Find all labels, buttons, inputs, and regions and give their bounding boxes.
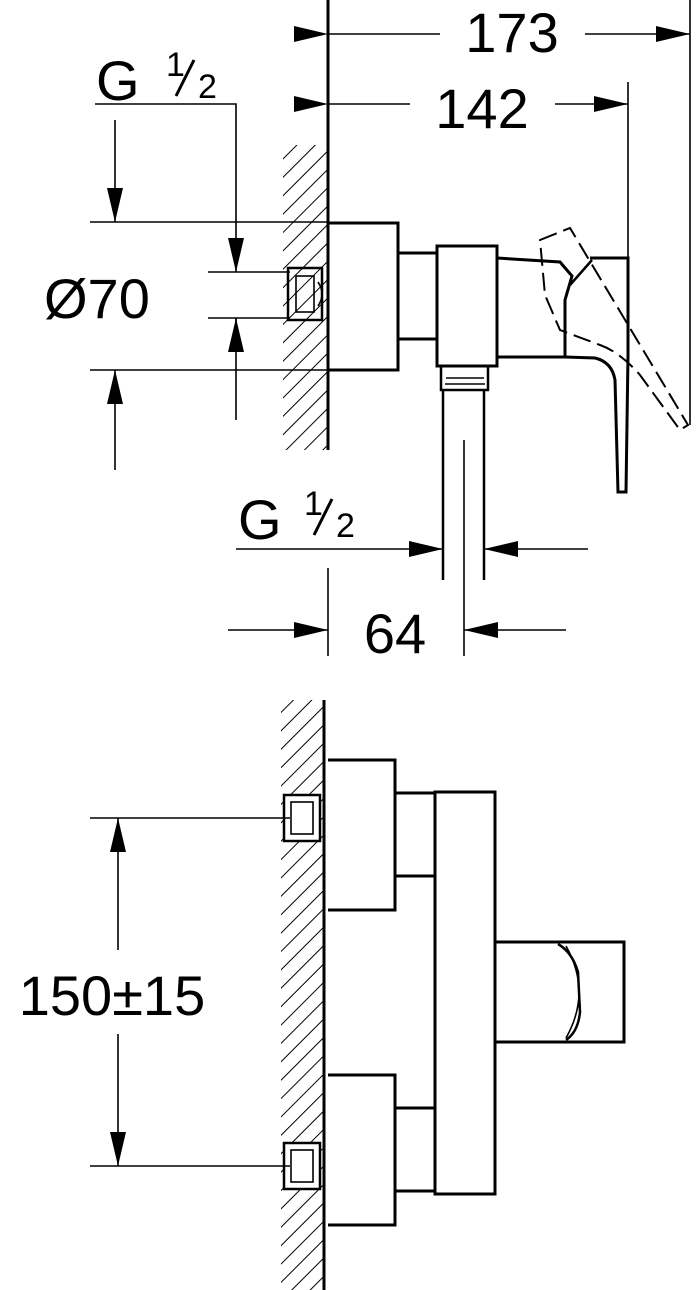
eccentric-lower — [328, 1073, 397, 1227]
handle-alt-position — [538, 226, 690, 432]
side-view — [283, 0, 690, 580]
dimension-lines-front — [90, 817, 290, 1167]
wall-hatch-front — [281, 700, 324, 1290]
handle-side — [564, 256, 630, 494]
eccentric-upper — [328, 758, 397, 912]
dim-64-label: 64 — [364, 602, 426, 665]
front-view — [281, 700, 626, 1290]
dim-173-label: 173 — [465, 1, 558, 64]
inlet-thread-label: G 1 2 — [96, 46, 217, 112]
svg-text:1: 1 — [166, 46, 185, 84]
svg-text:1: 1 — [304, 485, 323, 523]
dim-142-label: 142 — [435, 77, 528, 140]
wall-hatch-side — [283, 145, 328, 450]
svg-text:G: G — [238, 488, 282, 551]
escutcheon-side — [328, 221, 400, 372]
outlet-nut-side — [439, 366, 490, 392]
svg-text:G: G — [96, 49, 140, 112]
valve-body-side — [435, 244, 499, 368]
handle-front — [495, 940, 626, 1044]
mixer-body-front — [433, 790, 497, 1196]
svg-text:2: 2 — [198, 68, 217, 106]
dim-150-label: 150±15 — [19, 964, 205, 1027]
svg-text:2: 2 — [336, 507, 355, 545]
diameter-label: Ø70 — [44, 267, 150, 330]
dimension-lines-side — [90, 0, 691, 656]
outlet-thread-label: G 1 2 — [238, 485, 355, 551]
